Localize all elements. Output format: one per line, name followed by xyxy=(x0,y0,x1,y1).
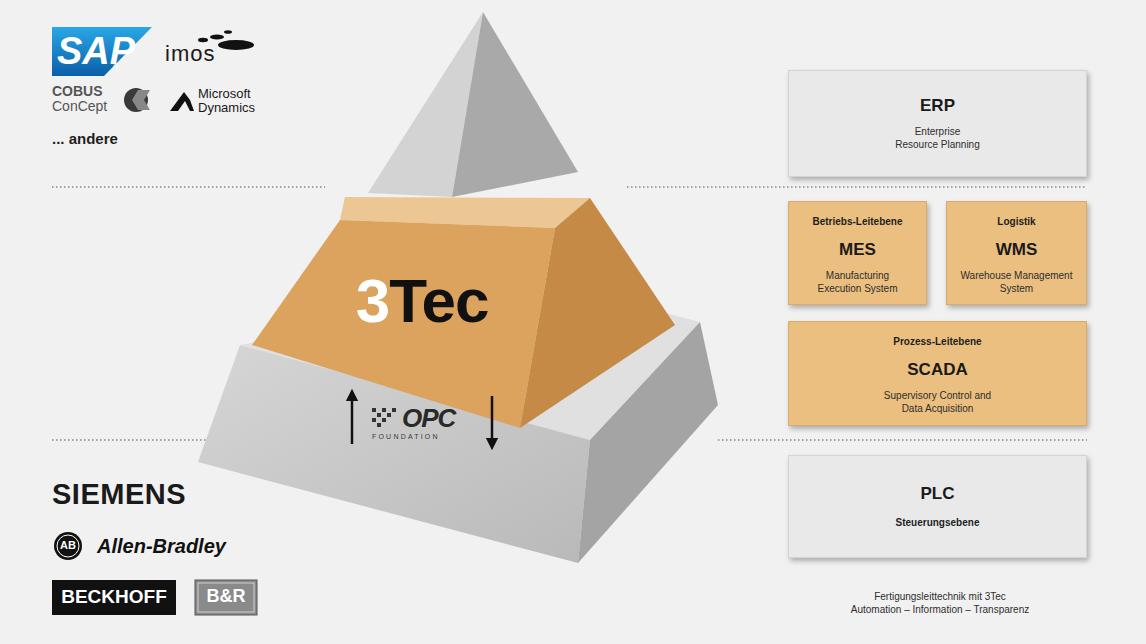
pyramid-face xyxy=(252,220,555,428)
system-description: Enterprise Resource Planning xyxy=(894,126,982,151)
system-description: Manufacturing Execution System xyxy=(808,270,908,295)
opc-checker-cell xyxy=(372,408,376,412)
logo-text: FOUNDATION xyxy=(372,433,440,441)
process-box: PLC Steuerungsebene xyxy=(788,455,1087,558)
logo-text: ConCept xyxy=(52,99,107,114)
bur-logo xyxy=(195,580,257,615)
dotted-separator xyxy=(627,186,1087,187)
imos-mark xyxy=(224,30,232,34)
registered-mark: ® xyxy=(113,63,120,73)
system-description: Warehouse Management System xyxy=(956,270,1078,295)
pyramid-face xyxy=(520,198,675,428)
level-heading: Betriebs-Leitebene xyxy=(812,216,902,228)
dynamics-icon xyxy=(178,101,190,111)
logo-text: Microsoft Dynamics xyxy=(198,87,268,114)
opc-checker-cell xyxy=(377,423,381,427)
level-heading: Prozess-Leitebene xyxy=(893,336,981,348)
opc-checker-cell xyxy=(382,418,386,422)
dynamics-icon xyxy=(170,92,194,111)
process-box: ERP Enterprise Resource Planning xyxy=(788,70,1087,177)
dotted-separator xyxy=(52,186,325,187)
system-name: ERP xyxy=(920,96,955,116)
pyramid-top-right-face xyxy=(452,12,578,197)
logo-text: SIEMENS xyxy=(52,479,186,511)
logo-text: Allen-Bradley xyxy=(97,535,226,557)
opc-checker-cell xyxy=(377,413,381,417)
caption-text: Automation – Information – Transparenz xyxy=(840,604,1040,615)
caption-text: Fertigungsleittechnik mit 3Tec xyxy=(840,591,1040,602)
system-name: PLC xyxy=(921,484,955,504)
process-box: Betriebs-LeitebeneMES Manufacturing Execu… xyxy=(788,201,927,305)
opc-checker-cell xyxy=(392,408,396,412)
note-text: ... andere xyxy=(52,131,118,148)
brand-logo-text: 3Tec xyxy=(322,270,522,332)
system-description: Supervisory Control and Data Acquisition xyxy=(884,390,992,415)
cobus-icon xyxy=(132,90,150,110)
pyramid-layer: 3Tec xyxy=(250,188,680,433)
logo-text: BECKHOFF xyxy=(52,587,176,608)
system-description: Steuerungsebene xyxy=(896,517,980,529)
system-name: WMS xyxy=(996,240,1038,260)
dotted-separator xyxy=(718,439,1087,440)
process-box: Prozess-LeitebeneSCADA Supervisory Contro… xyxy=(788,321,1087,426)
logo-text: SAP xyxy=(57,31,135,73)
logo-text: imos xyxy=(165,42,215,66)
level-heading: Logistik xyxy=(997,216,1035,228)
logo-text: COBUS xyxy=(52,84,103,99)
opc-checker-cell xyxy=(382,408,386,412)
imos-mark xyxy=(210,34,224,39)
system-name: MES xyxy=(839,240,876,260)
opc-checker xyxy=(372,408,396,427)
sap-logo xyxy=(52,27,152,76)
process-box: LogistikWMS Warehouse Management System xyxy=(946,201,1087,305)
logo-text: B&R xyxy=(195,587,257,607)
logo-text: OPC xyxy=(402,404,455,433)
opc-checker-cell xyxy=(372,418,376,422)
down-arrow xyxy=(491,396,494,444)
system-name: SCADA xyxy=(907,360,967,380)
up-arrow xyxy=(351,395,354,444)
opc-checker-cell xyxy=(387,413,391,417)
beckhoff-logo xyxy=(52,580,176,615)
imos-mark xyxy=(218,40,254,50)
logo-text: AB xyxy=(54,539,82,551)
allen-bradley-logo xyxy=(54,532,82,560)
